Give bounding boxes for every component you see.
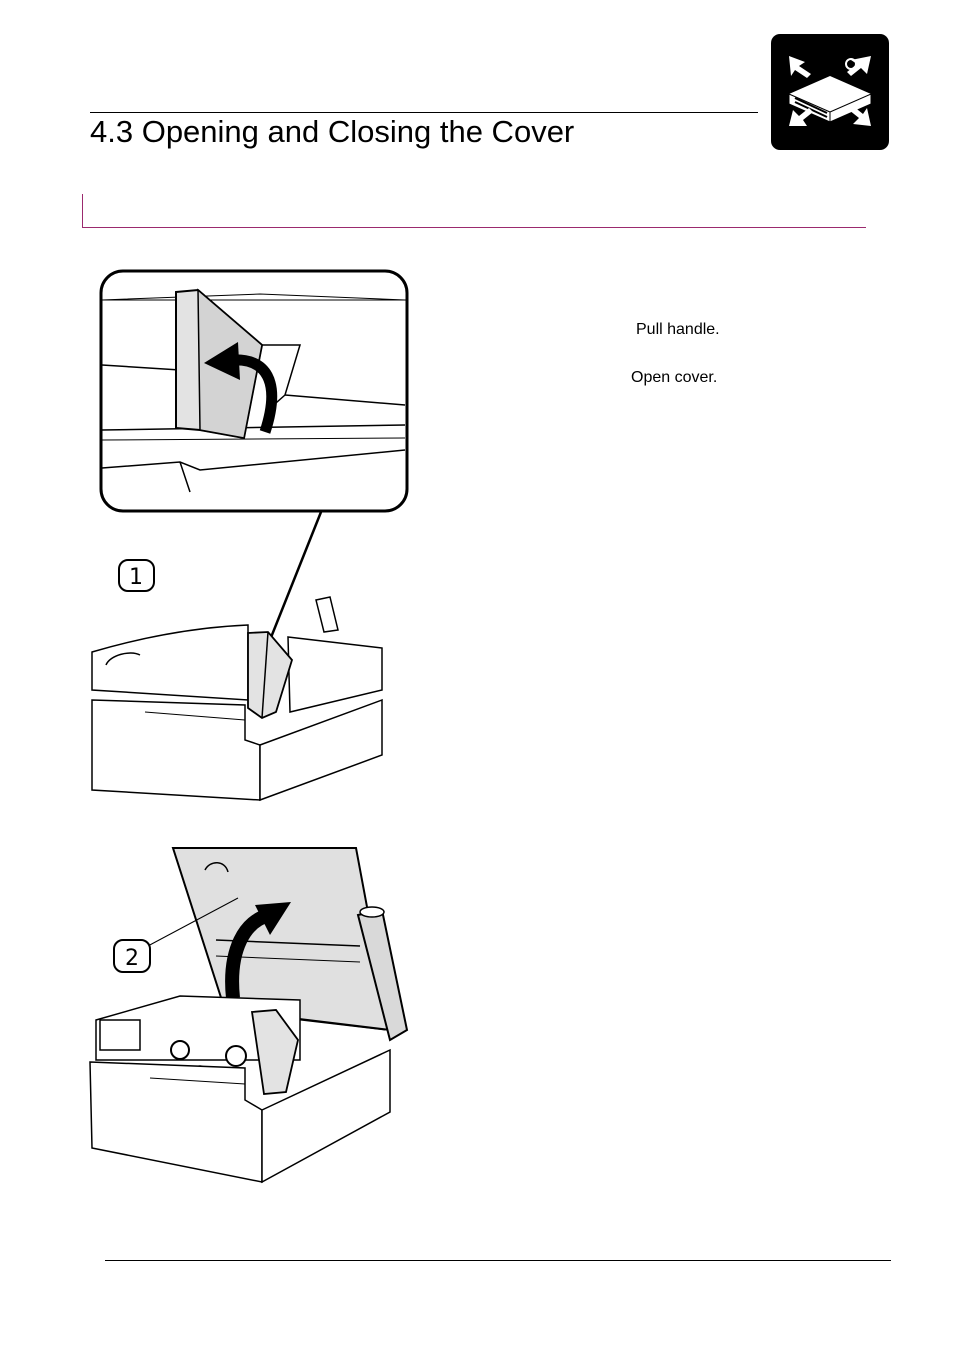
- step-2-instruction: Open cover.: [631, 369, 718, 386]
- section-box: [82, 194, 866, 228]
- step-1-instruction: Pull handle.: [636, 321, 720, 338]
- footer-rule: [105, 1260, 891, 1261]
- header-rule: [90, 112, 758, 113]
- page-title: 4.3 Opening and Closing the Cover: [90, 114, 575, 149]
- printer-cover-icon: [771, 34, 889, 150]
- step-1-number: 1: [129, 565, 143, 590]
- step-2-number: 2: [125, 946, 139, 971]
